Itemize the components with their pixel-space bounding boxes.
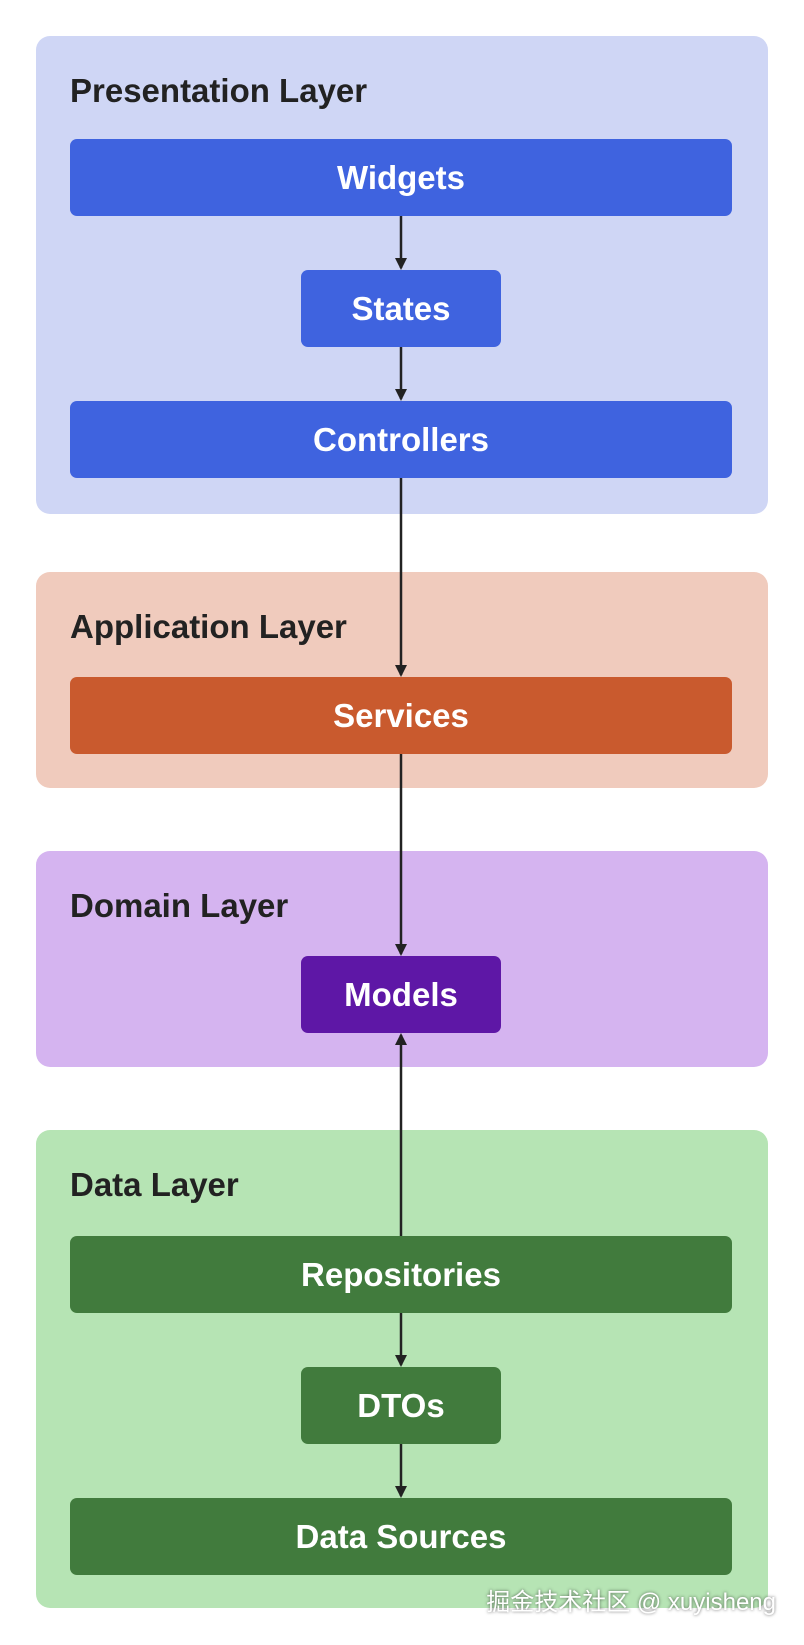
domain-layer-title: Domain Layer [70,887,289,924]
application-layer-title: Application Layer [70,608,347,645]
repositories-node[interactable]: Repositories [70,1236,732,1313]
widgets-node[interactable]: Widgets [70,139,732,216]
models-node[interactable]: Models [301,956,501,1033]
data-layer-title: Data Layer [70,1166,239,1203]
data-sources-node[interactable]: Data Sources [70,1498,732,1575]
controllers-node[interactable]: Controllers [70,401,732,478]
states-node[interactable]: States [301,270,501,347]
dtos-node[interactable]: DTOs [301,1367,501,1444]
presentation-layer-title: Presentation Layer [70,72,368,109]
watermark: 掘金技术社区 @ xuyisheng [486,1589,776,1616]
services-node[interactable]: Services [70,677,732,754]
